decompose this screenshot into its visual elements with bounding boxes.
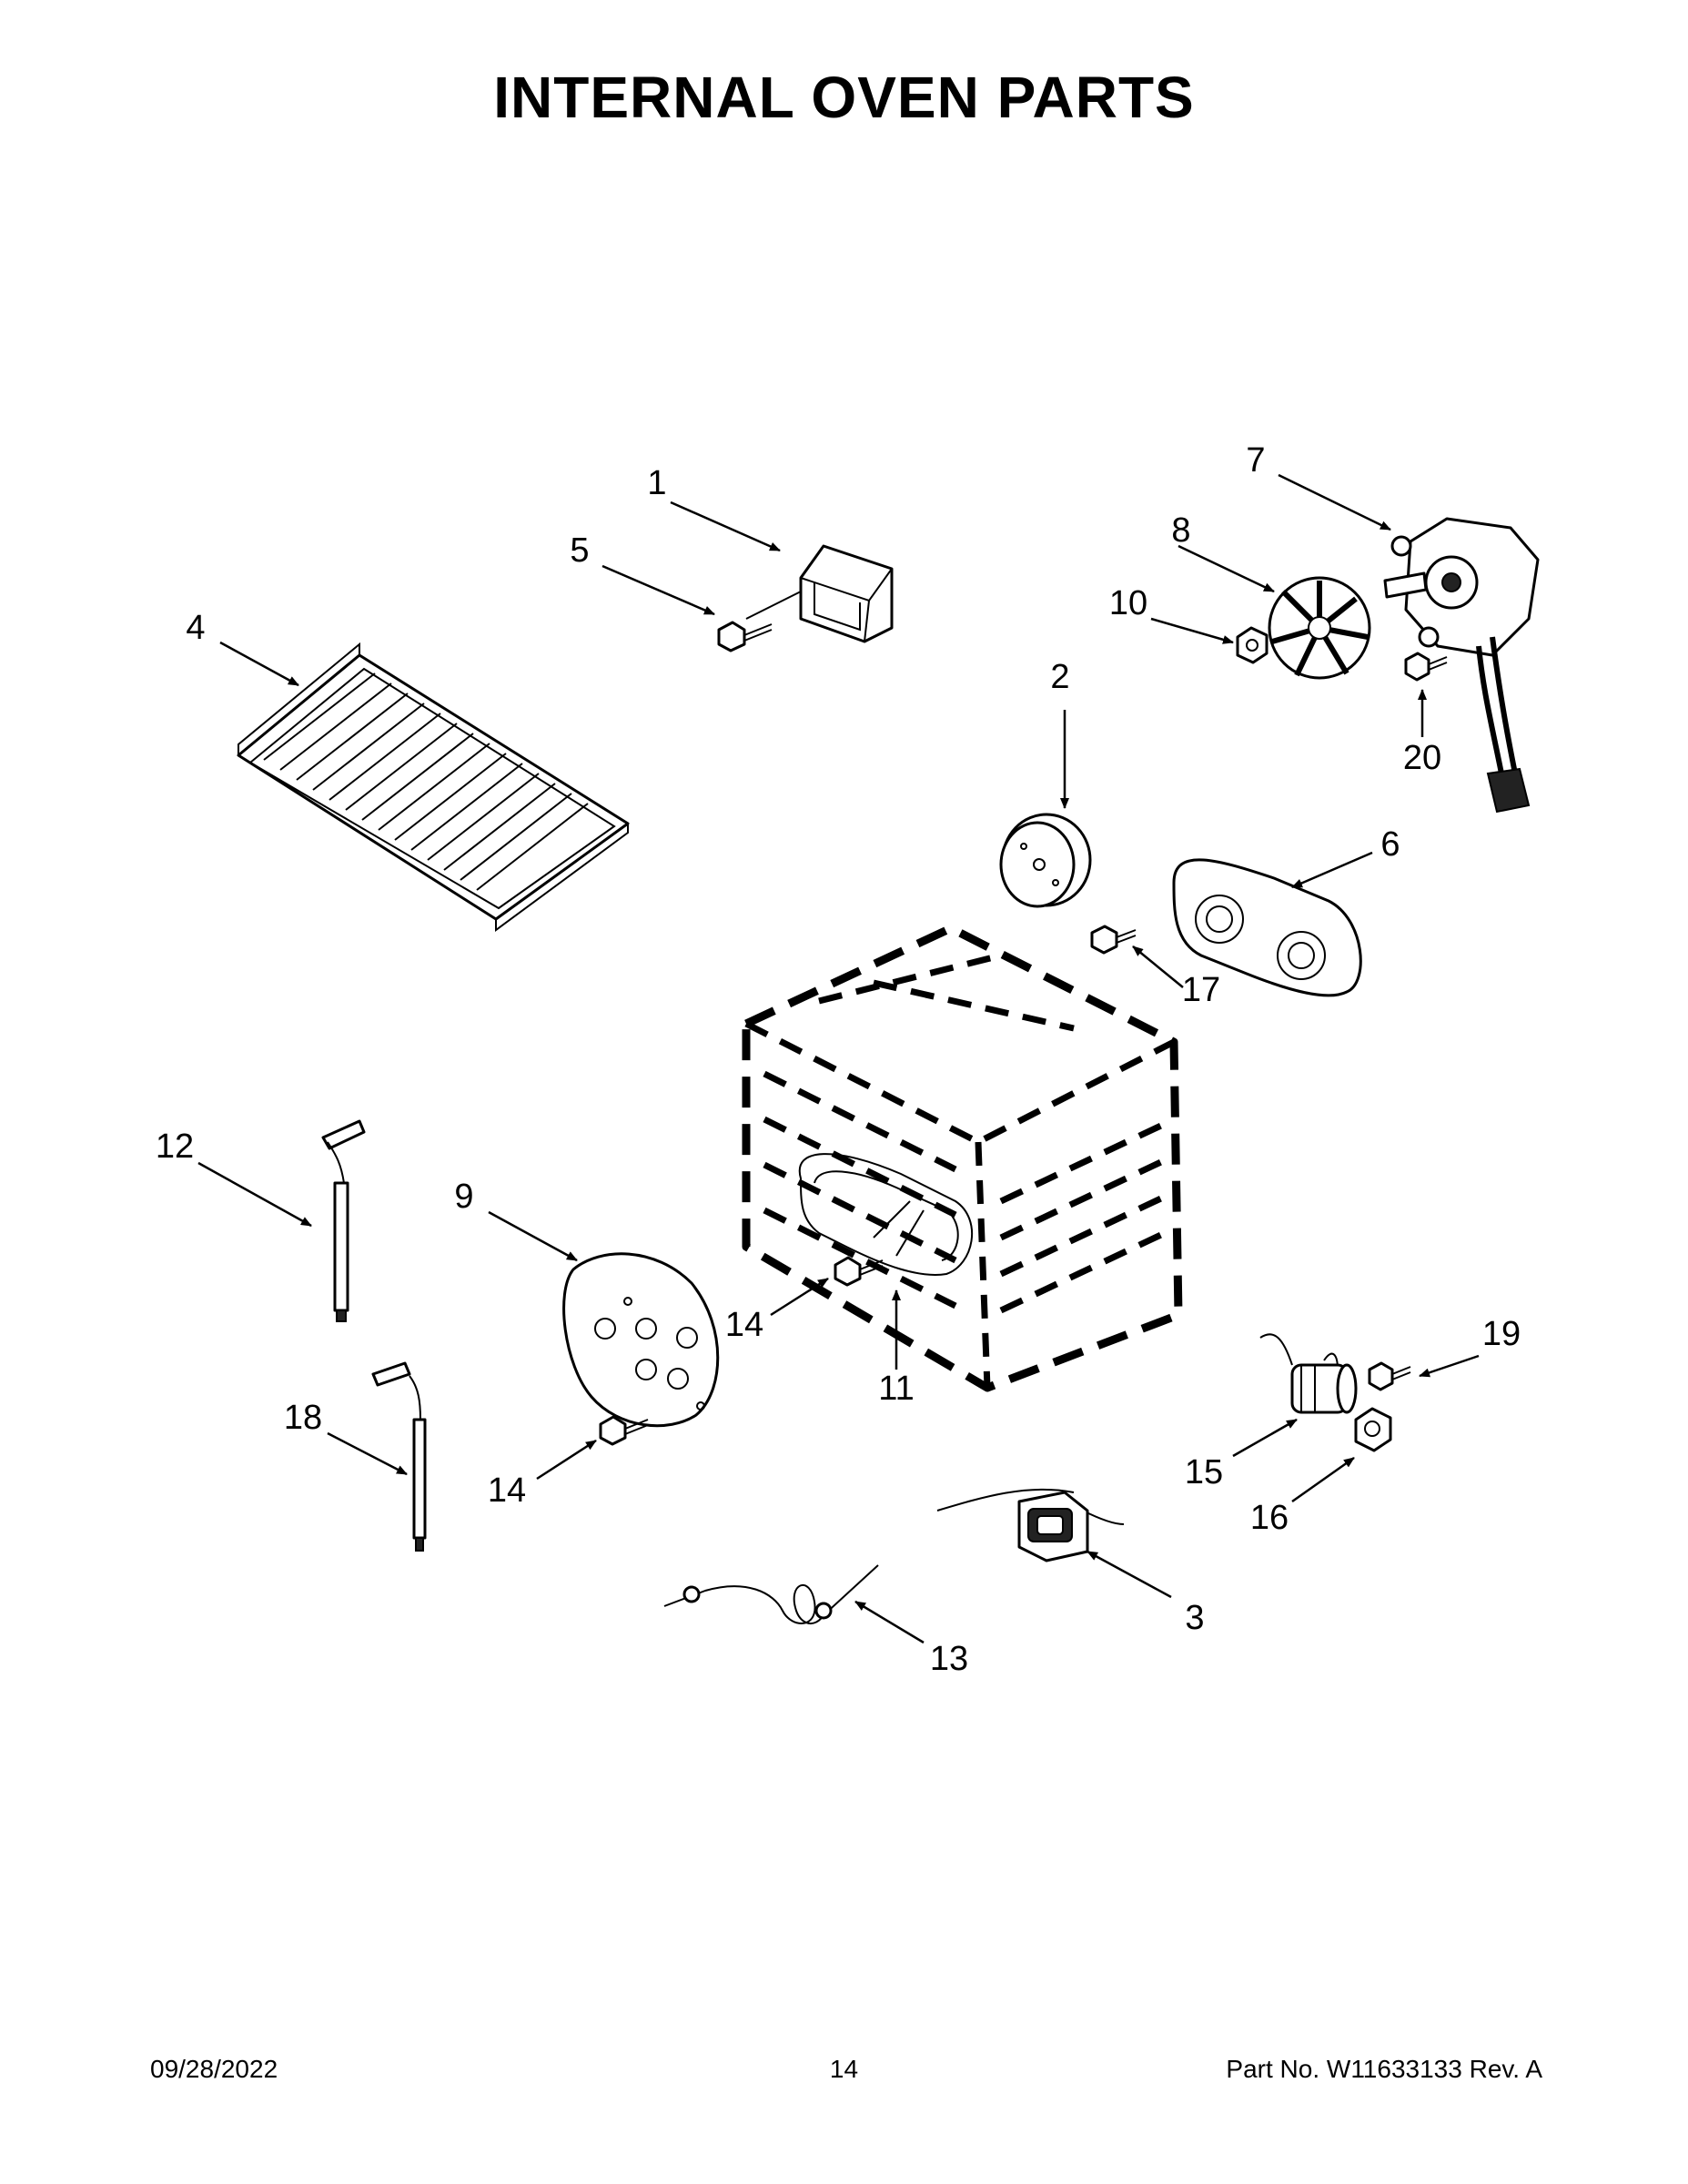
screw-14a-part — [834, 1256, 884, 1287]
nut-16-part — [1354, 1407, 1392, 1452]
footer-part-number: Part No. W11633133 Rev. A — [1226, 2055, 1542, 2083]
callout-14-upper: 14 — [725, 1306, 763, 1344]
callout-3: 3 — [1185, 1599, 1204, 1637]
capacitor-15-part — [1259, 1333, 1358, 1414]
callout-5: 5 — [570, 531, 589, 570]
callout-6: 6 — [1380, 825, 1400, 864]
callout-15: 15 — [1185, 1453, 1223, 1491]
nut-10-part — [1236, 626, 1269, 664]
thermal-limit-3-part — [936, 1488, 1125, 1562]
fan-cover-disc-part — [999, 813, 1092, 908]
page-title: INTERNAL OVEN PARTS — [493, 65, 1195, 130]
callout-14-lower: 14 — [488, 1471, 526, 1510]
footer-date: 09/28/2022 — [150, 2055, 278, 2083]
callout-12: 12 — [156, 1127, 194, 1166]
oven-cavity-phantom — [742, 924, 1183, 1392]
screw-17-part — [1090, 925, 1137, 955]
fan-blade-part — [1268, 576, 1371, 680]
screw-19-part — [1368, 1361, 1411, 1391]
callout-7: 7 — [1246, 441, 1265, 480]
cover-plate-part — [562, 1252, 720, 1428]
callout-8: 8 — [1171, 511, 1190, 550]
footer-page-number: 14 — [829, 2055, 859, 2083]
callout-16: 16 — [1250, 1499, 1289, 1537]
callout-4: 4 — [186, 609, 205, 647]
oven-rack-part — [237, 642, 630, 932]
fan-baffle-part — [1172, 858, 1362, 997]
callout-9: 9 — [454, 1178, 473, 1216]
callout-1: 1 — [647, 464, 666, 502]
screw-5-part — [717, 621, 773, 652]
screw-20-part — [1404, 652, 1448, 682]
callout-17: 17 — [1182, 971, 1220, 1009]
temperature-sensor-12-part — [321, 1119, 366, 1322]
callout-11: 11 — [878, 1370, 914, 1408]
callout-19: 19 — [1482, 1315, 1521, 1353]
screw-14b-part — [599, 1415, 649, 1446]
callout-18: 18 — [284, 1399, 322, 1437]
callout-10: 10 — [1109, 584, 1147, 622]
meat-probe-13-part — [663, 1564, 879, 1624]
callout-2: 2 — [1050, 658, 1069, 696]
igniter-18-part — [371, 1361, 427, 1552]
callout-13: 13 — [930, 1640, 968, 1678]
callout-20: 20 — [1403, 739, 1441, 777]
broil-element-part — [798, 1153, 973, 1276]
convection-motor-part — [1383, 517, 1540, 814]
light-housing-part — [745, 544, 894, 643]
leader-lines — [197, 473, 1480, 1644]
